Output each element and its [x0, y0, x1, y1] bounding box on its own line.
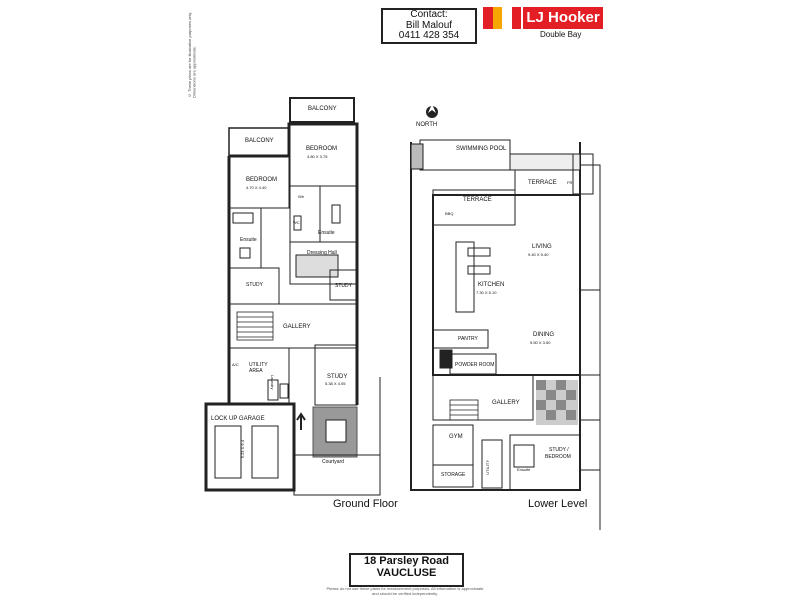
ll-terrace1: TERRACE	[463, 197, 492, 203]
ll-fr: FR	[567, 180, 573, 185]
brand-logo-stripes	[483, 7, 521, 29]
gf-laundry: Laundry	[270, 375, 275, 390]
gf-balcony-left: BALCONY	[245, 138, 274, 144]
lower-level-title: Lower Level	[528, 498, 588, 510]
ll-kitchen: KITCHEN	[478, 282, 505, 288]
gf-utility: UTILITY AREA	[249, 362, 268, 374]
ll-utility: UTILITY	[485, 460, 490, 475]
gf-courtyard: Courtyard	[322, 459, 344, 465]
address-box: 18 Parsley Road VAUCLUSE	[349, 553, 464, 587]
gf-wc: WC	[293, 220, 300, 225]
ll-pantry: PANTRY	[458, 336, 478, 342]
ll-study-bedroom-1: STUDY /	[549, 447, 569, 453]
ll-pool: SWIMMING POOL	[456, 146, 507, 152]
gf-bedroom2: BEDROOM	[246, 177, 278, 183]
address-line2: VAUCLUSE	[376, 567, 437, 579]
gf-ensuite-right: Ensuite	[318, 230, 335, 236]
ll-storage: STORAGE	[441, 472, 466, 478]
north-arrow-icon	[426, 104, 438, 118]
ll-kitchen-dim: 7.30 X 5.10	[476, 290, 497, 295]
address-line1: 18 Parsley Road	[364, 555, 449, 567]
ll-living-dim: 9.40 X 5.40	[528, 252, 549, 257]
ll-powder-room: POWDER ROOM	[455, 362, 495, 368]
contact-box: Contact: Bill Malouf 0411 428 354	[381, 8, 477, 44]
lower-level-plan	[410, 139, 601, 530]
ground-floor-title: Ground Floor	[333, 498, 398, 510]
gf-study3-dim: 5.38 X 4.05	[325, 381, 346, 386]
gf-gallery: GALLERY	[283, 324, 311, 330]
contact-heading: Contact:	[410, 9, 448, 20]
gf-bedroom2-dim: 4.70 X 4.40	[246, 185, 267, 190]
gf-study3: STUDY	[327, 374, 348, 380]
ll-ensuite: Ensuite	[517, 467, 531, 472]
brand-logo: LJ Hooker	[523, 7, 603, 29]
contact-name: Bill Malouf	[405, 19, 453, 31]
gf-bedroom1-dim: 4.80 X 3.75	[307, 154, 328, 159]
gf-study-right: STUDY	[335, 283, 352, 289]
north-label: NORTH	[416, 122, 438, 128]
gf-ensuite-left: Ensuite	[240, 237, 257, 243]
gf-study-left: STUDY	[246, 282, 263, 288]
ground-floor-plan	[204, 97, 381, 496]
gf-garage: LOCK UP GARAGE	[211, 416, 265, 422]
ll-terrace2: TERRACE	[528, 180, 557, 186]
ll-gym: GYM	[449, 434, 463, 440]
ll-bbq: BBQ	[445, 211, 454, 216]
gf-balcony-top: BALCONY	[308, 106, 337, 112]
contact-phone: 0411 428 354	[398, 30, 460, 41]
gf-garage-dim: 5.23 X 6.4	[240, 440, 245, 459]
ll-study-bedroom-2: BEDROOM	[545, 454, 571, 460]
ll-living: LIVING	[532, 244, 552, 250]
brand-office: Double Bay	[540, 30, 582, 39]
ll-gallery: GALLERY	[492, 400, 520, 406]
disclaimer: Please do not use these plans for measur…	[326, 586, 484, 596]
gf-wir: Wir	[298, 194, 304, 199]
gf-bedroom1: BEDROOM	[306, 146, 338, 152]
gf-dressing-hall: Dressing Hall	[307, 250, 337, 256]
ll-dining: DINING	[533, 332, 554, 338]
ll-dining-dim: 5.50 X 3.50	[530, 340, 551, 345]
gf-ac: A/C	[232, 362, 239, 367]
